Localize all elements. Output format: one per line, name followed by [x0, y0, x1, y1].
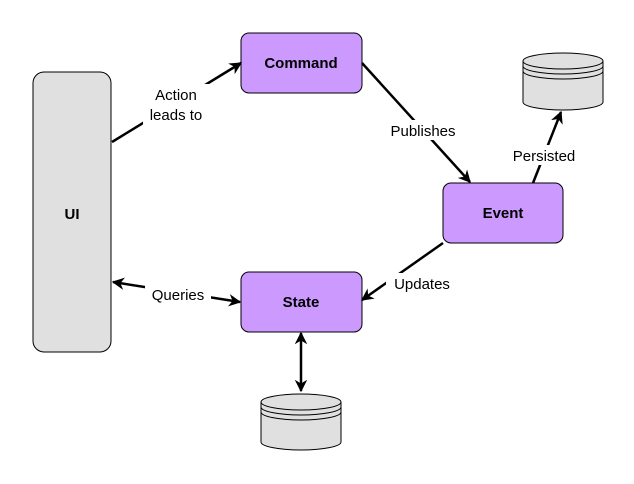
action-label-line1: Action: [155, 87, 197, 104]
persisted-label: Persisted: [513, 148, 576, 165]
ui-label: UI: [65, 206, 80, 223]
updates-label: Updates: [394, 276, 450, 293]
command-node: Command: [240, 32, 363, 94]
state-store-database-icon: [260, 393, 342, 451]
event-node: Event: [442, 182, 564, 244]
publishes-label: Publishes: [390, 123, 455, 140]
event-store-database-icon: [522, 52, 604, 111]
ui-node: UI: [32, 71, 112, 353]
state-label: State: [283, 294, 320, 311]
queries-label: Queries: [152, 287, 205, 304]
updates-arrow: [360, 241, 444, 302]
state-node: State: [240, 271, 363, 333]
action-label-line2: leads to: [150, 107, 203, 124]
command-label: Command: [264, 55, 337, 72]
event-label: Event: [483, 205, 524, 222]
